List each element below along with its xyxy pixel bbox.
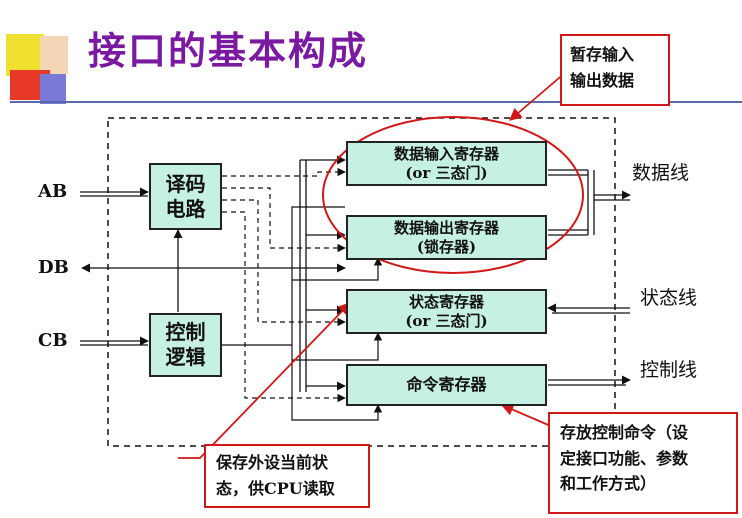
decoder-block: 译码 电路 xyxy=(149,163,222,230)
data-input-register: 数据输入寄存器 (or 三态门) xyxy=(346,141,547,186)
register-title: 数据输出寄存器 xyxy=(393,218,499,237)
status-register: 状态寄存器 (or 三态门) xyxy=(346,289,547,334)
data-output-register: 数据输出寄存器 (锁存器) xyxy=(346,215,547,260)
control-line1: 控制 xyxy=(165,320,206,344)
cb-label: CB xyxy=(38,330,68,351)
register-subtitle: (or 三态门) xyxy=(405,311,488,330)
register-subtitle: (or 三态门) xyxy=(405,163,488,182)
control-line-label: 控制线 xyxy=(640,359,698,381)
command-register: 命令寄存器 xyxy=(346,364,547,406)
control-line2: 逻辑 xyxy=(165,345,206,369)
callout-status-note: 保存外设当前状 态，供CPU读取 xyxy=(204,444,370,508)
highlight-ellipse xyxy=(322,116,584,274)
control-logic-block: 控制 逻辑 xyxy=(149,313,222,377)
decoder-line2: 电路 xyxy=(165,196,206,221)
status-line-label: 状态线 xyxy=(640,287,698,309)
register-title: 命令寄存器 xyxy=(406,375,487,394)
register-title: 状态寄存器 xyxy=(408,292,484,311)
decoder-line1: 译码 xyxy=(165,171,206,196)
register-subtitle: (锁存器) xyxy=(416,237,477,256)
register-title: 数据输入寄存器 xyxy=(393,144,499,163)
interface-frame xyxy=(107,117,616,447)
ab-label: AB xyxy=(38,181,68,202)
data-line-label: 数据线 xyxy=(632,162,690,184)
page-title: 接口的基本构成 xyxy=(88,29,369,73)
callout-temp-io: 暂存输入 输出数据 xyxy=(560,34,670,106)
callout-command-note: 存放控制命令（设 定接口功能、参数 和工作方式） xyxy=(548,412,738,514)
logo-decoration xyxy=(0,0,80,110)
db-label: DB xyxy=(38,257,69,278)
